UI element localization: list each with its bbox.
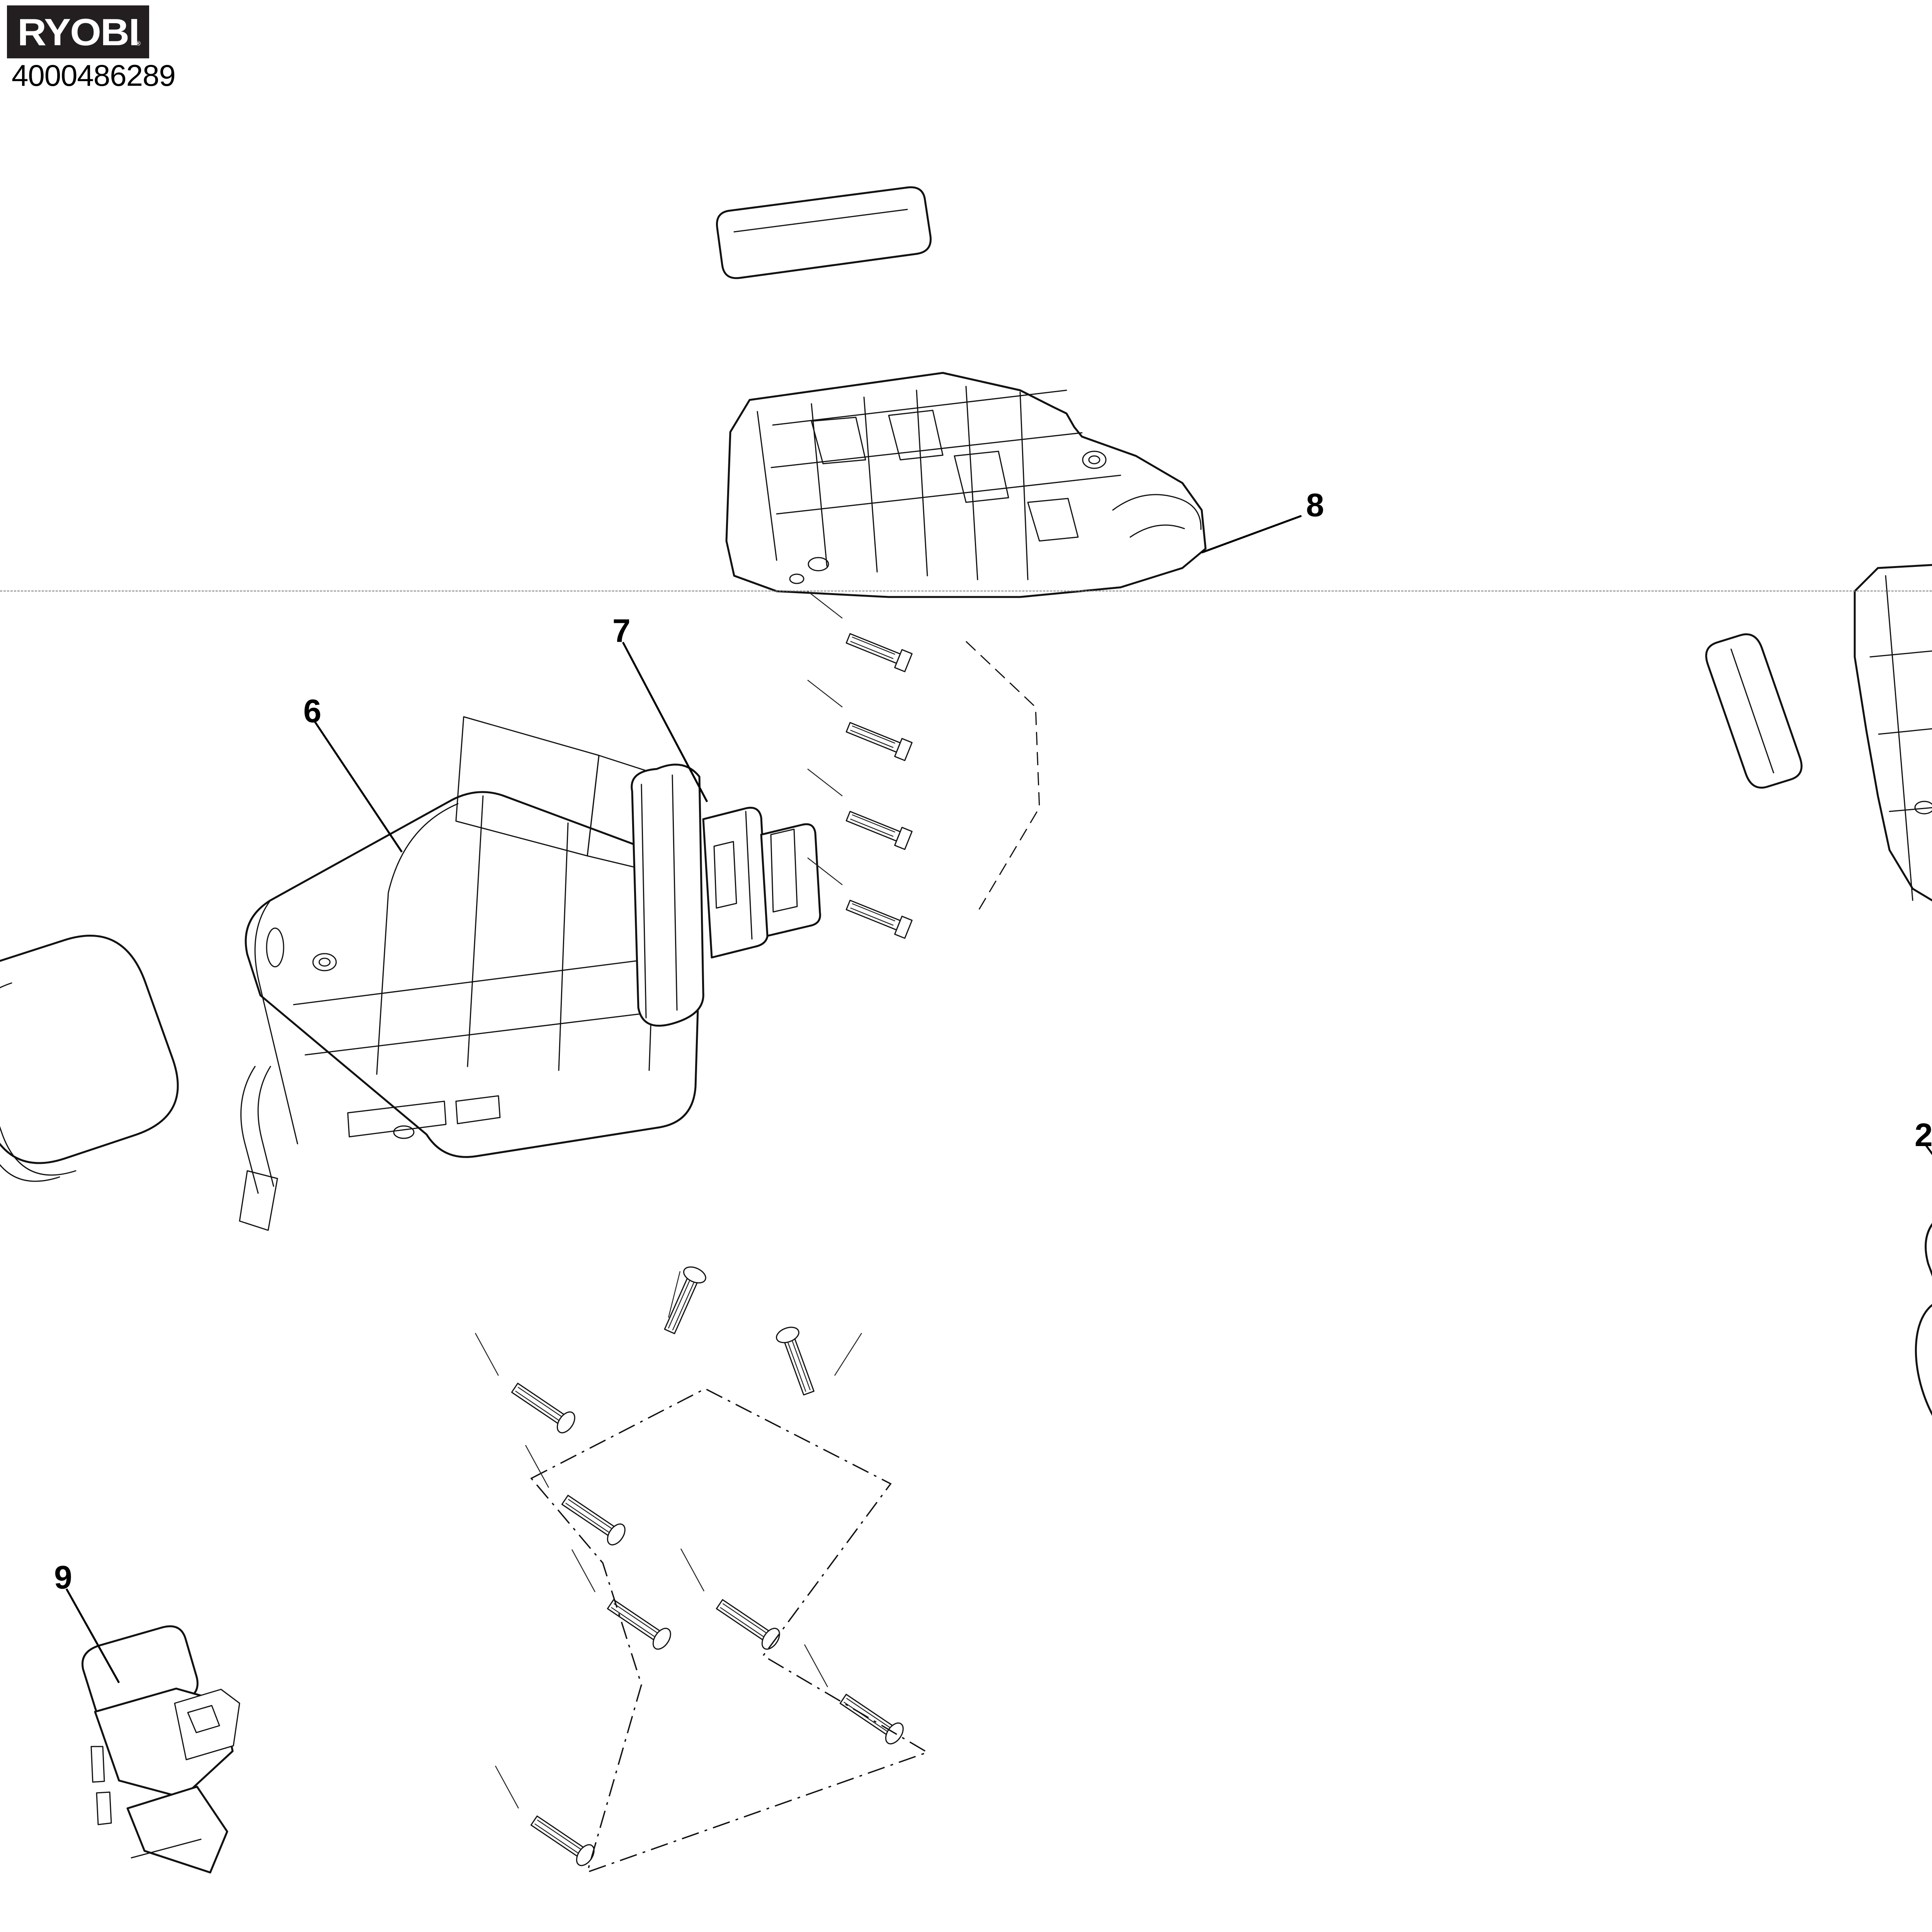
registered-mark-icon: ® (136, 40, 141, 47)
part-number: 4000486289 (12, 58, 176, 92)
brand-wordmark: RYOBI (17, 10, 140, 53)
callout-9-leader (65, 1588, 120, 1684)
callout-7-leader (622, 641, 708, 803)
divider-top (0, 590, 1932, 592)
part-output-shaft (631, 764, 821, 1027)
callout-6: 6 (303, 693, 321, 729)
callout-2-leader (1925, 1145, 1932, 1155)
part-housing-half-right (1854, 564, 1932, 901)
callout-7: 7 (612, 612, 631, 649)
part-motor-assembly (1915, 1223, 1932, 1461)
callout-8-leader (1201, 515, 1302, 554)
part-screw-set (474, 1266, 929, 1873)
part-anvil-left-cut (0, 935, 179, 1182)
part-housing-half-left (725, 372, 1207, 598)
part-screw-group-upper (807, 591, 1040, 939)
part-cover-pad (716, 186, 932, 279)
part-dark-wedge (1705, 633, 1803, 789)
callout-2: 2 (1915, 1117, 1932, 1153)
part-belt-clip (82, 1625, 240, 1874)
callout-8: 8 (1306, 487, 1324, 523)
callout-9: 9 (54, 1559, 72, 1595)
ryobi-logo-block: RYOBI ® (7, 5, 149, 58)
callout-6-leader (314, 721, 403, 853)
